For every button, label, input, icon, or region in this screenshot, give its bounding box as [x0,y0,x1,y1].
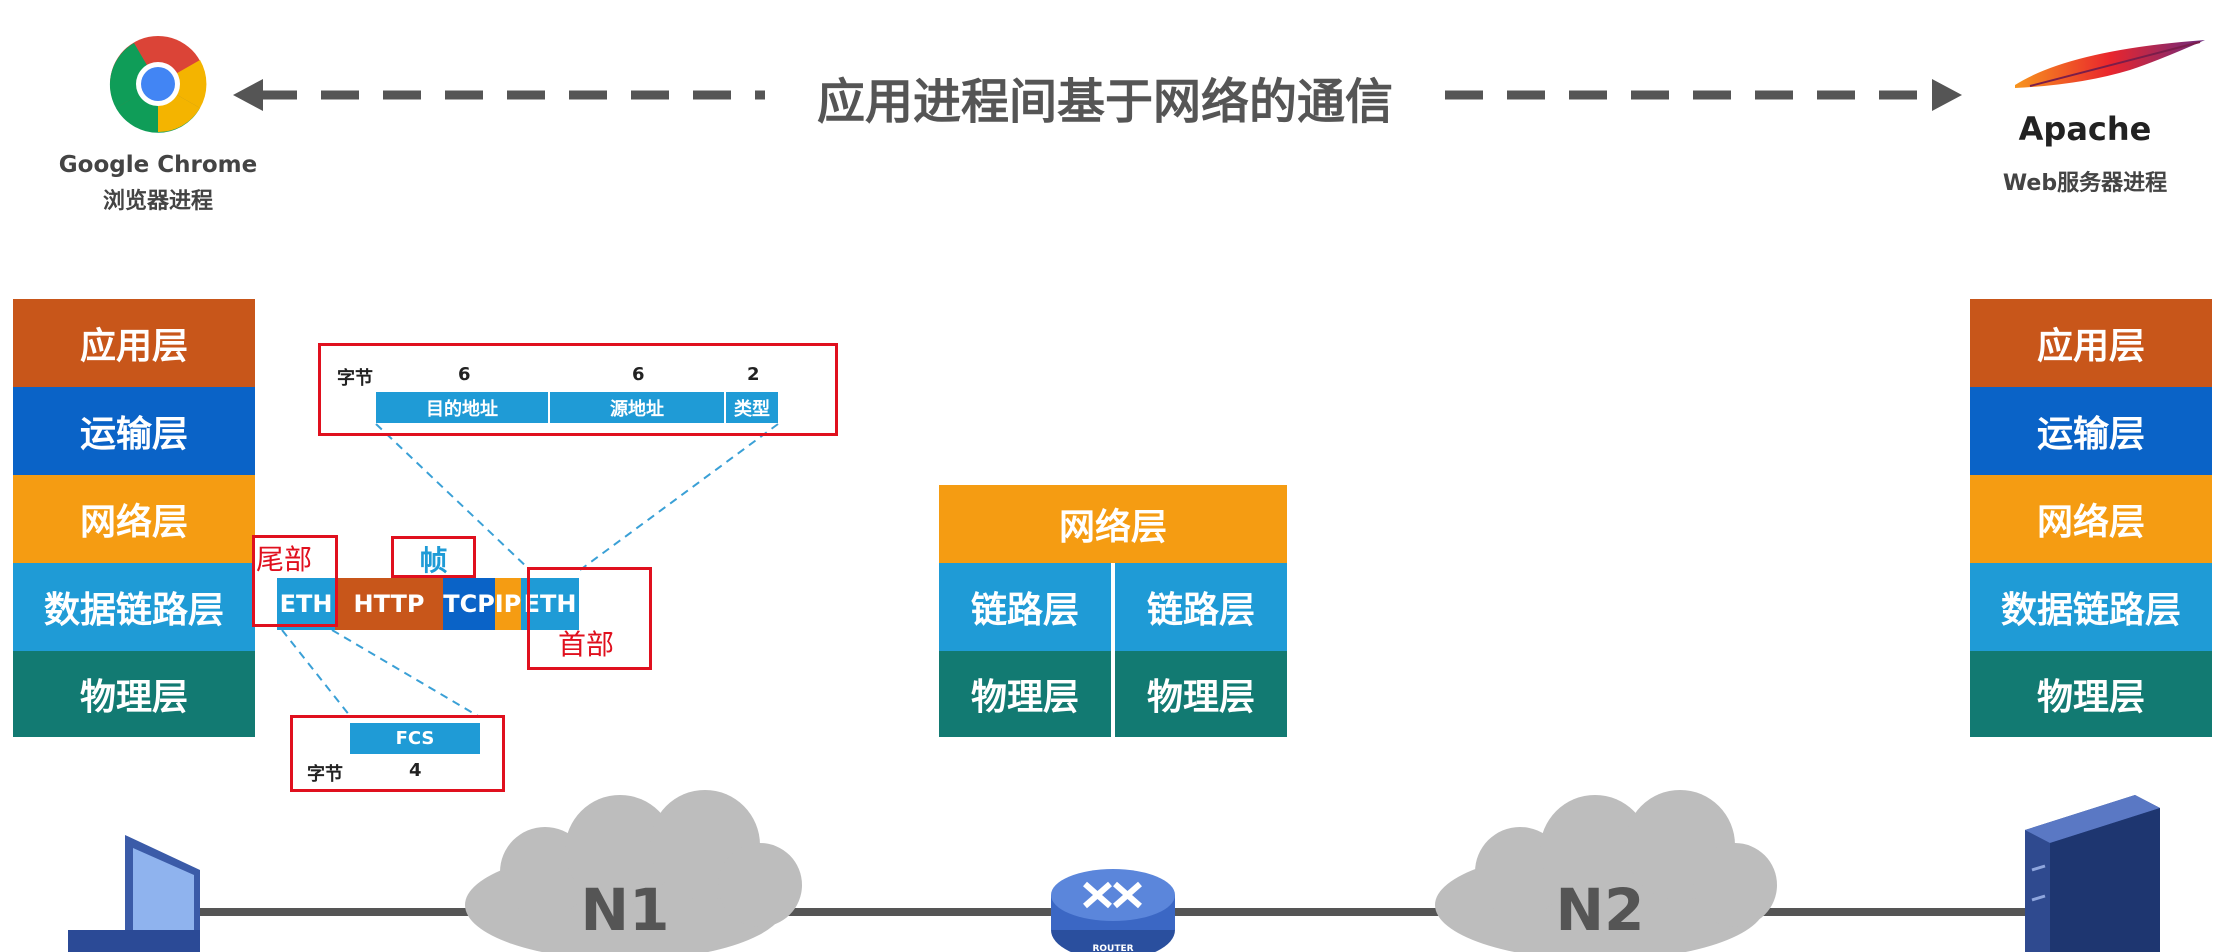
header-size-src: 6 [632,364,645,385]
head-highlight-box [527,567,652,670]
right-transport-layer: 运输层 [1970,387,2212,475]
router-link-layer-right: 链路层 [1115,563,1287,651]
frame-label: 帧 [419,544,448,577]
left-physical-layer: 物理层 [13,651,255,737]
router-link-layer-left: 链路层 [939,563,1111,651]
header-size-dest: 6 [458,364,471,385]
header-detail-box [318,343,838,436]
server-icon [2025,795,2160,952]
cloud-n1-label: N1 [580,876,670,944]
frame-eth-header: ETH [521,578,579,630]
trailer-bytes-label: 字节 [307,764,343,785]
header-bytes-label: 字节 [337,368,373,389]
cloud-n2-label: N2 [1555,876,1645,944]
frame-label-box [391,536,476,578]
tail-label: 尾部 [256,543,313,576]
router-network-layer: 网络层 [939,485,1287,563]
right-application-layer: 应用层 [1970,299,2212,387]
tail-highlight-box [252,535,338,627]
apache-process-label: Web服务器进程 [2002,171,2168,196]
diagram-title: 应用进程间基于网络的通信 [816,74,1393,130]
right-physical-layer: 物理层 [1970,651,2212,737]
header-field-type: 类型 [726,392,778,423]
apache-feather-logo [2015,40,2205,88]
header-field-src: 源地址 [550,392,726,423]
head-label: 首部 [558,628,615,661]
trailer-field-fcs: FCS [350,723,480,754]
frame-http: HTTP [335,578,443,630]
header-size-type: 2 [747,364,760,385]
frame-eth-trailer: ETH [277,578,335,630]
router-physical-layer-left: 物理层 [939,651,1111,737]
chrome-name: Google Chrome [58,152,258,178]
left-network-layer: 网络层 [13,475,255,563]
right-network-layer: 网络层 [1970,475,2212,563]
right-datalink-layer: 数据链路层 [1970,563,2212,651]
router-physical-layer-right: 物理层 [1115,651,1287,737]
frame-ip: IP [495,578,521,630]
chrome-logo [109,36,207,133]
cloud-n1 [465,790,802,952]
router-caption: ROUTER [1092,944,1133,952]
router-icon: ROUTER [1051,869,1175,952]
chrome-process-label: 浏览器进程 [102,189,213,214]
cloud-n2 [1435,790,1777,952]
network-topology: ROUTER [68,790,2160,952]
header-field-dest: 目的地址 [376,392,550,423]
left-transport-layer: 运输层 [13,387,255,475]
trailer-size: 4 [409,760,422,781]
laptop-icon [68,835,200,952]
left-datalink-layer: 数据链路层 [13,563,255,651]
communication-arrow [233,79,1962,111]
apache-name: Apache [2018,110,2152,148]
left-application-layer: 应用层 [13,299,255,387]
frame-tcp: TCP [443,578,495,630]
trailer-detail-box [290,715,505,792]
